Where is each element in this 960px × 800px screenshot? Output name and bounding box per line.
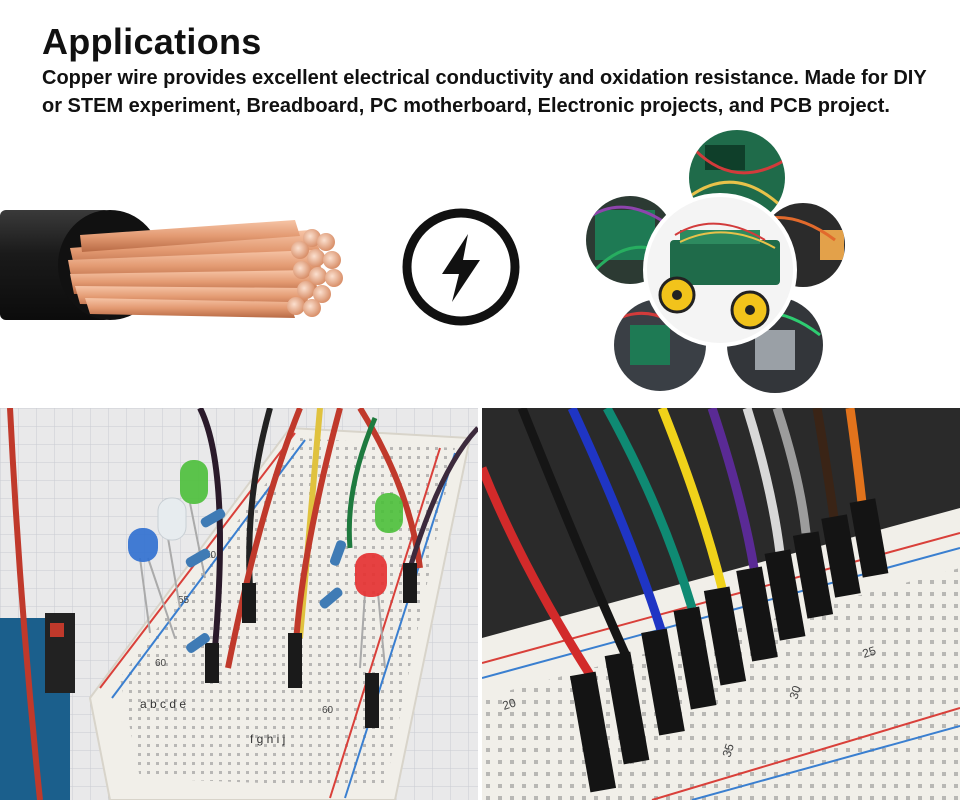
robot-car-photo	[643, 193, 797, 347]
lightning-bolt-icon	[402, 208, 520, 326]
breadboard-row-60: 60	[155, 658, 167, 669]
electronics-collage-image	[585, 130, 845, 395]
heading: Applications	[42, 21, 262, 62]
breadboard-led-photo: a b c d e f g h i j 60 55 50 60	[0, 408, 478, 800]
breadboard-row-50: 50	[205, 550, 217, 561]
copper-cable-image	[0, 190, 360, 340]
breadboard-row-55: 55	[178, 595, 190, 606]
breadboard-letters-2: f g h i j	[250, 732, 285, 746]
row-label-25: 25	[861, 643, 878, 661]
row-label-20: 20	[501, 695, 518, 713]
led-green-left	[180, 460, 208, 579]
description: Copper wire provides excellent electrica…	[42, 67, 927, 117]
jumper-connectors	[569, 498, 889, 793]
copper-strands	[68, 220, 322, 318]
breadboard-jumper-photo: 20 25 30 35	[482, 408, 960, 800]
breadboard-letters-1: a b c d e	[140, 697, 186, 711]
breadboard-row-60b: 60	[322, 705, 334, 716]
led-red	[355, 553, 387, 669]
strand-ends	[287, 229, 343, 317]
row-label-35: 35	[720, 742, 738, 759]
led-white	[157, 497, 187, 609]
led-green-right	[375, 493, 403, 533]
row-label-30: 30	[787, 684, 805, 701]
led-blue	[128, 528, 176, 639]
